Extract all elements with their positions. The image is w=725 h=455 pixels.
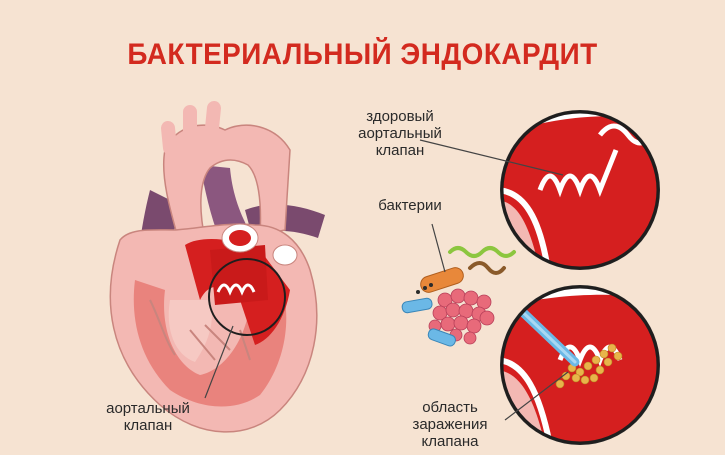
healthy-valve-closeup <box>495 105 665 275</box>
label-aortic-valve-line-1: аортальный <box>78 400 218 417</box>
label-bacteria: бактерии <box>355 197 465 214</box>
heart-illustration <box>110 108 325 432</box>
bacteria-cluster <box>401 248 514 347</box>
label-healthy-valve-line-2: аортальный <box>325 125 475 142</box>
label-infection-area: область заражения клапана <box>395 399 505 450</box>
label-healthy-valve: здоровый аортальный клапан <box>325 108 475 159</box>
label-aortic-valve-line-2: клапан <box>78 417 218 434</box>
bacteria-pointer <box>432 224 445 272</box>
label-infection-area-line-3: клапана <box>395 433 505 450</box>
label-aortic-valve: аортальный клапан <box>78 400 218 434</box>
label-infection-area-line-1: область <box>395 399 505 416</box>
label-infection-area-line-2: заражения <box>395 416 505 433</box>
label-healthy-valve-line-1: здоровый <box>325 108 475 125</box>
infected-valve-closeup <box>495 280 665 450</box>
label-healthy-valve-line-3: клапан <box>325 142 475 159</box>
